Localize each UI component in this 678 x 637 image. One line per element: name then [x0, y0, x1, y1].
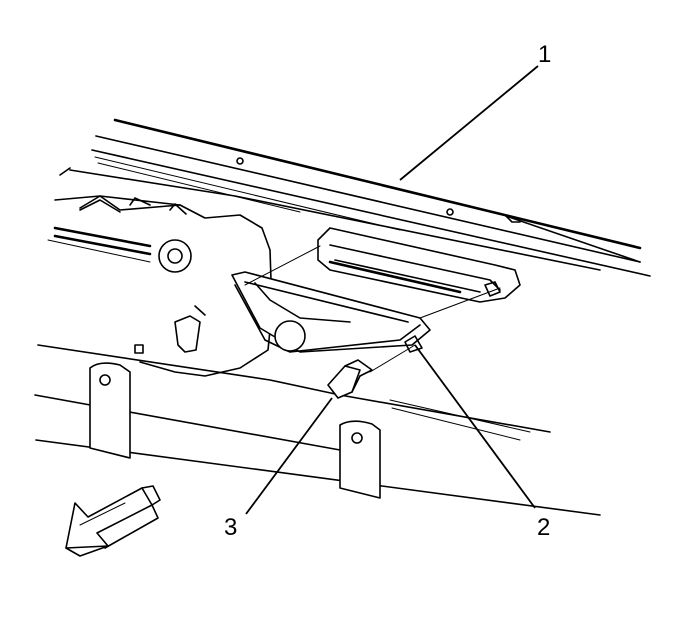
lamp-housing: [231, 271, 431, 353]
bulb-socket: [327, 359, 373, 399]
front-arrow-icon: [65, 485, 161, 557]
callout-leaders: [245, 65, 539, 515]
callout-3: 3: [224, 514, 237, 541]
body-panel: [59, 118, 651, 277]
bumper: [34, 344, 601, 516]
left-housing: [47, 195, 273, 377]
assembly-guides: [244, 245, 501, 373]
callout-1: 1: [538, 41, 551, 68]
gasket: [317, 227, 521, 303]
callout-2: 2: [537, 514, 550, 541]
